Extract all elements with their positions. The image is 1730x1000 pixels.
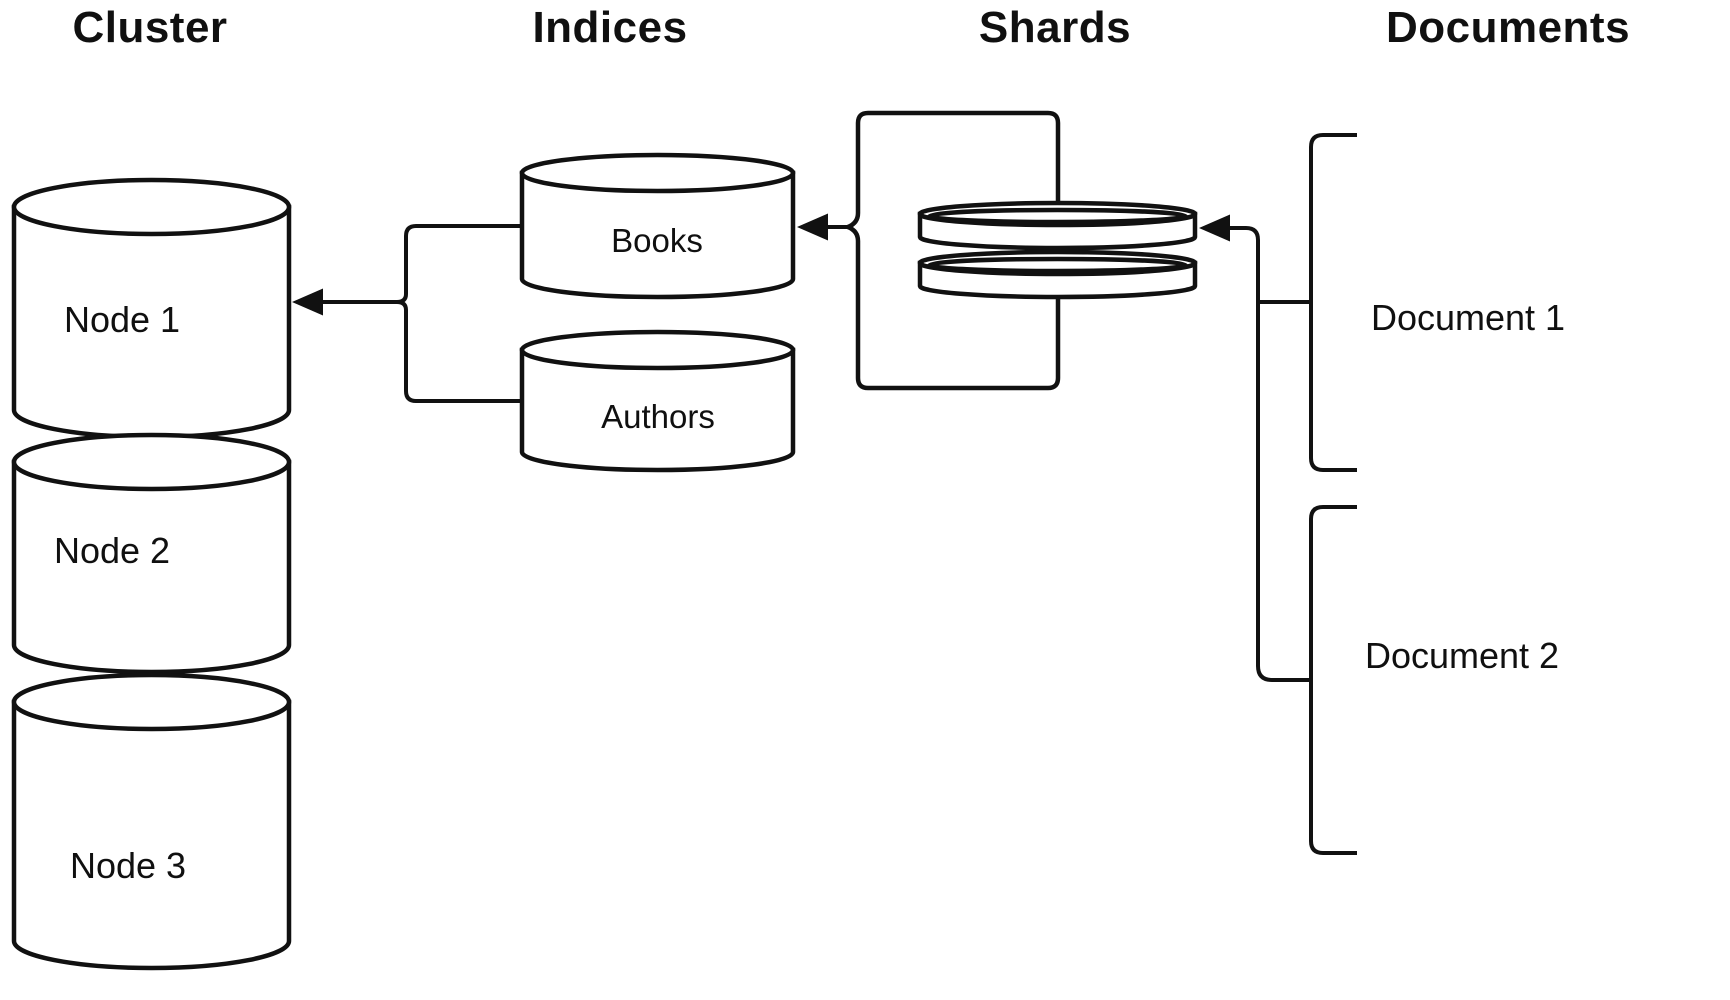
node-2-cylinder [11,432,292,675]
document-1-label: Document 1 [1370,297,1566,338]
shard-disk-1 [917,200,1198,251]
column-header-documents: Documents [1385,3,1631,52]
shard-disk-2 [917,249,1198,300]
column-header-indices: Indices [532,3,688,52]
node-2-label: Node 2 [53,530,171,571]
index-books-cylinder [519,152,796,300]
arrow-indices-to-node1 [292,288,397,316]
shard-group-box [841,110,1061,391]
index-authors-cylinder [519,329,796,473]
column-header-shards: Shards [978,3,1132,52]
documents-connector-trunk [1226,226,1311,682]
node-1-cylinder [11,177,292,440]
node-3-cylinder [11,672,292,971]
arrow-shards-to-books [797,213,849,241]
index-books-label: Books [611,222,703,259]
node-1-label: Node 1 [63,299,181,340]
index-authors-label: Authors [601,398,715,435]
arrow-documents-to-shards [1199,214,1311,682]
indices-bracket [395,224,522,403]
document-1-bracket [1309,133,1357,472]
document-2-bracket [1309,505,1357,855]
node-3-label: Node 3 [69,845,187,886]
document-2-label: Document 2 [1364,635,1560,676]
column-header-cluster: Cluster [72,3,228,52]
